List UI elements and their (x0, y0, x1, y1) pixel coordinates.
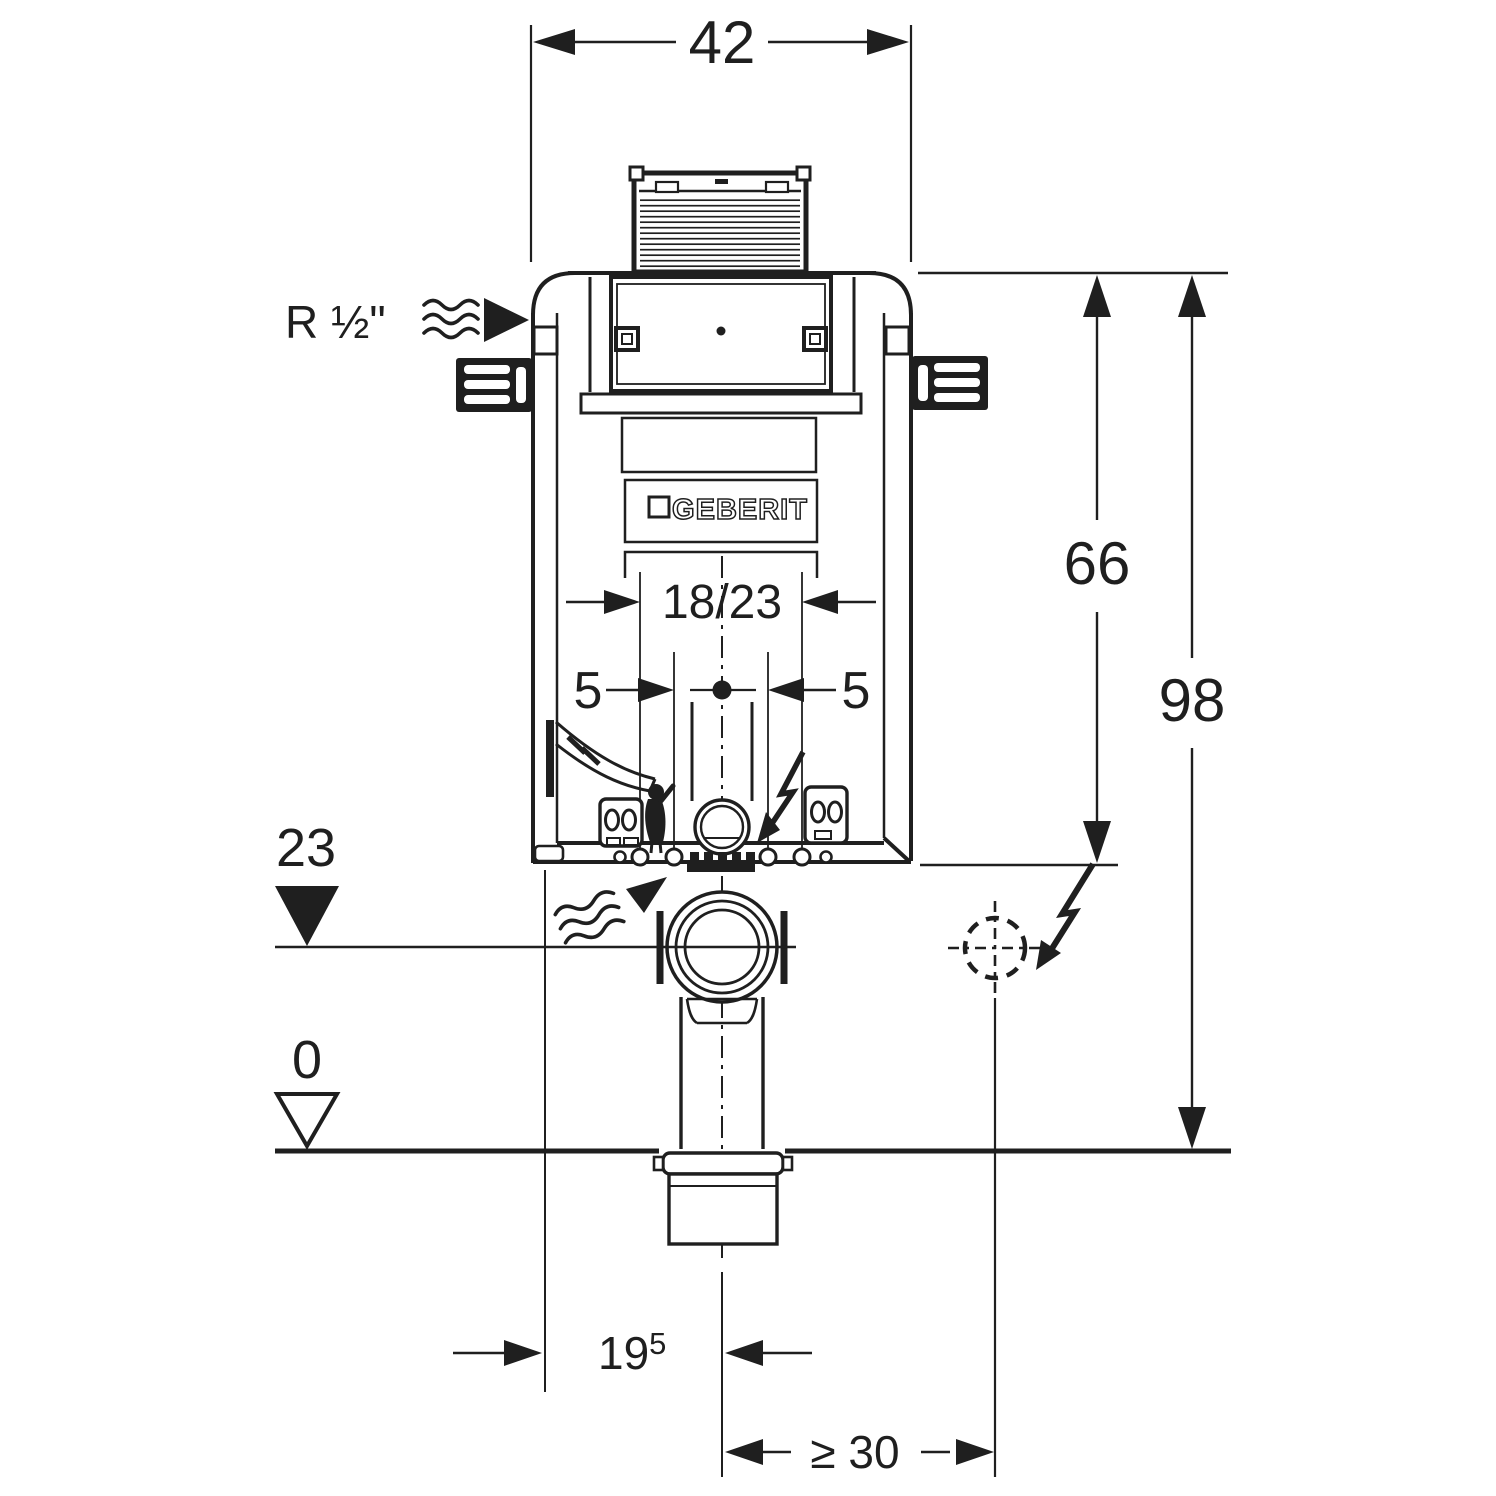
flush-arrow-icon (626, 877, 667, 913)
dim-floor-offset: 195 (453, 870, 812, 1477)
clip-left (614, 326, 640, 352)
pipe-clamp-teeth (687, 852, 755, 872)
dim-min-clearance: ≥ 30 (725, 1426, 994, 1478)
wall-clip-right (884, 325, 911, 356)
brand-logo-square-icon (647, 495, 671, 519)
water-supply-callout: R ½" (285, 296, 529, 348)
protection-box-ear-right (795, 165, 812, 182)
arrow-left-icon (533, 29, 575, 55)
wall-bracket-left (456, 358, 532, 412)
dim-floor-offset-label: 195 (598, 1326, 666, 1379)
dim-offset-right-label: 5 (842, 662, 871, 720)
arrow-left-icon (725, 1340, 763, 1366)
level-marker-filled-icon (275, 886, 339, 946)
level-zero: 0 (273, 1030, 341, 1151)
brand-logo-text: GEBERIT (672, 494, 808, 526)
front-panels: GEBERIT (620, 416, 819, 578)
drain-assembly (652, 890, 794, 1246)
arrow-left-icon (725, 1439, 763, 1465)
level-zero-label: 0 (292, 1030, 322, 1090)
lightning-bolt-inner-icon (757, 750, 806, 843)
frame-foot-left (533, 844, 565, 863)
level-outlet-label: 23 (276, 818, 336, 878)
notch-left (654, 180, 680, 194)
arrow-down-icon (1178, 1107, 1206, 1149)
dim-height-overall: 98 (1159, 275, 1226, 1149)
arrow-up-icon (1178, 275, 1206, 317)
arrow-left-icon (768, 678, 804, 702)
access-box (579, 275, 863, 415)
dim-height-upper: 66 (918, 271, 1228, 867)
protection-box (628, 165, 812, 275)
notch-right (764, 180, 790, 194)
arrow-left-icon (802, 590, 838, 614)
coupling-collar (661, 1151, 785, 1176)
arrow-right-icon (867, 29, 909, 55)
wall-clip-left (532, 325, 559, 356)
center-dot (716, 326, 726, 336)
lightning-bolt-outer-icon (1036, 862, 1096, 970)
dim-width-top-label: 42 (689, 9, 756, 76)
shoulder-band (579, 392, 863, 415)
anchor-feet (613, 847, 833, 867)
supply-arrow-icon (484, 298, 529, 342)
mount-block-left (598, 797, 644, 848)
arrow-right-icon (638, 678, 674, 702)
arrow-down-icon (1083, 821, 1111, 863)
dim-width-top: 42 (529, 9, 913, 262)
dim-min-clearance-label: ≥ 30 (810, 1426, 899, 1478)
brand-logo: GEBERIT (647, 493, 808, 527)
wall-bracket-right (912, 356, 988, 410)
water-supply-label: R ½" (285, 296, 386, 348)
dim-offsets: 5 5 (574, 652, 871, 849)
dim-height-upper-label: 66 (1064, 530, 1131, 597)
hatch-area (640, 196, 800, 268)
level-outlet: 23 (275, 818, 796, 949)
mount-block-right (803, 785, 849, 845)
arrow-right-icon (604, 590, 640, 614)
actuator-figure (645, 783, 676, 854)
arrow-up-icon (1083, 275, 1111, 317)
dim-offset-left-label: 5 (574, 662, 603, 720)
coupling-body (667, 1172, 779, 1246)
arrow-right-icon (504, 1340, 542, 1366)
flush-direction-arrow (553, 877, 667, 945)
water-wave-icon (422, 298, 480, 340)
level-marker-open-icon (273, 1092, 341, 1151)
center-tick (715, 179, 728, 184)
water-wave-icon (553, 890, 626, 945)
electrical-connection (948, 862, 1096, 1477)
protection-box-ear-left (628, 165, 645, 182)
clip-right (802, 326, 828, 352)
dim-height-overall-label: 98 (1159, 667, 1226, 734)
arrow-right-icon (956, 1439, 994, 1465)
